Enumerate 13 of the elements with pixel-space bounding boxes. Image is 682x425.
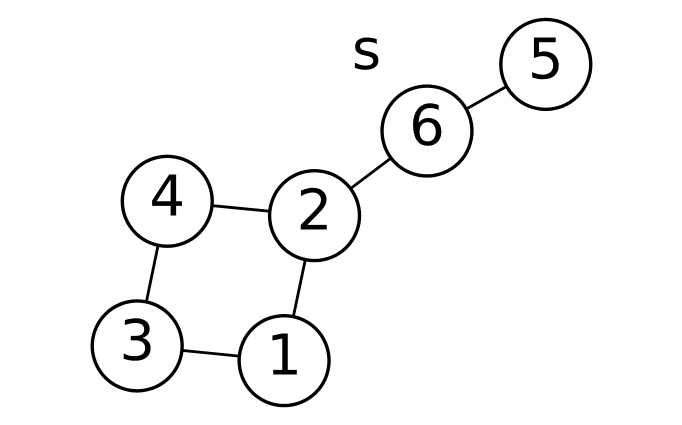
node-circle: 4 [120,154,214,248]
node-circle: 6 [380,84,474,178]
connector [292,259,306,317]
connector [182,349,239,358]
node-circle: 3 [90,299,184,393]
node-label: s [351,18,381,84]
connector [466,85,507,110]
node-circle: 5 [498,18,592,111]
connector [144,246,159,302]
connector [212,204,270,213]
node-circle: 2 [267,168,361,262]
node-circle: 1 [236,314,330,408]
connector [350,157,391,190]
